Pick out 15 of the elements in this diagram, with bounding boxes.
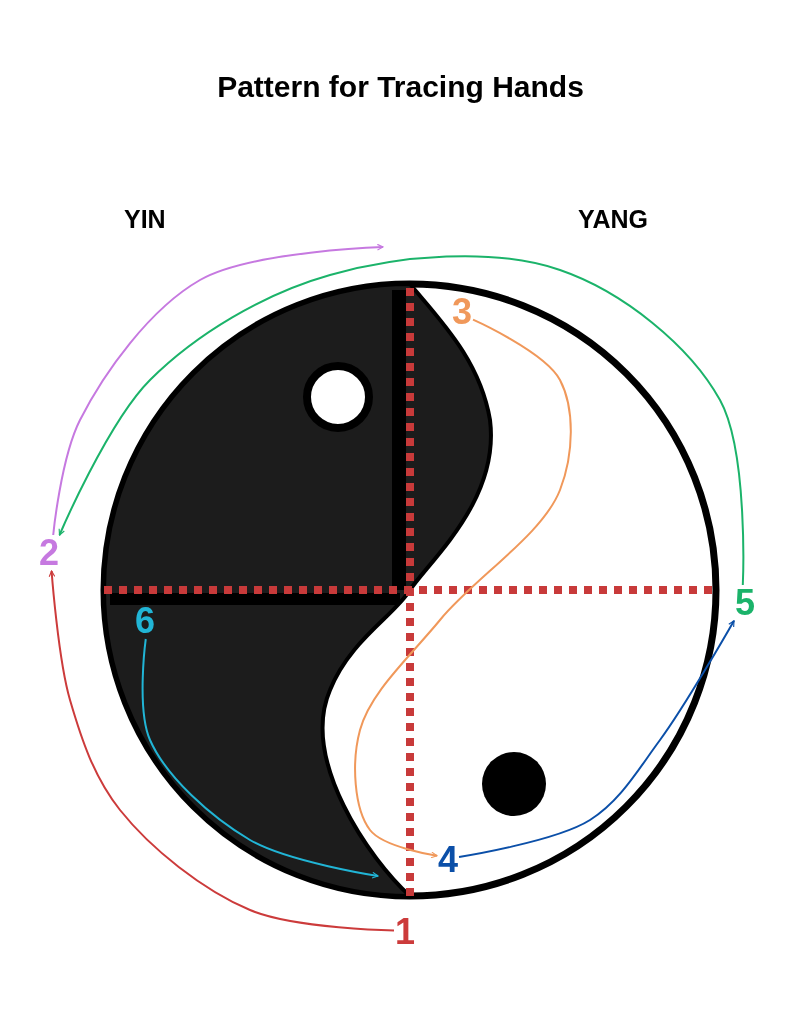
curved-arrow (58, 255, 745, 586)
step-number: 5 (734, 585, 757, 621)
section-label: YANG (578, 207, 648, 232)
step-number: 4 (437, 842, 460, 878)
step-number: 6 (134, 603, 157, 639)
curved-arrow (141, 638, 379, 879)
curved-arrow (458, 619, 735, 858)
curved-arrow (52, 243, 384, 536)
step-number: 1 (394, 914, 417, 950)
section-label: YIN (124, 207, 166, 232)
curved-arrow (354, 318, 572, 859)
title: Pattern for Tracing Hands (216, 72, 585, 102)
curved-arrow (48, 570, 395, 932)
step-number: 2 (38, 535, 61, 571)
step-number: 3 (451, 294, 474, 330)
